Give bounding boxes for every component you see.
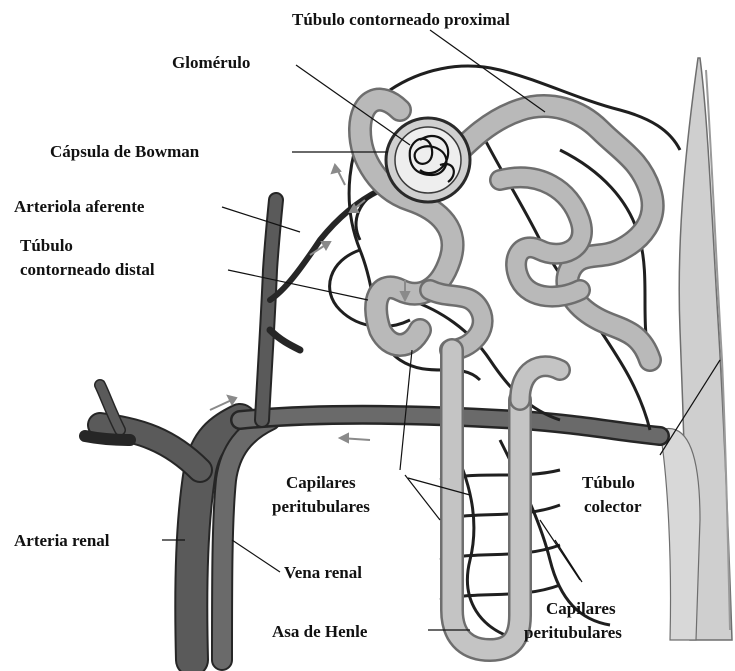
label-tubulo-colector-line1: Túbulo bbox=[582, 473, 635, 492]
label-glomerulo: Glomérulo bbox=[172, 53, 250, 72]
label-tubulo-colector-line2: colector bbox=[584, 497, 642, 516]
label-tubulo-distal-line2: contorneado distal bbox=[20, 260, 155, 279]
label-capilares-2-line2: peritubulares bbox=[524, 623, 622, 642]
collecting-duct bbox=[660, 58, 732, 640]
loop-of-henle bbox=[452, 350, 560, 650]
bowman-capsule bbox=[386, 118, 470, 202]
label-capilares-2-line1: Capilares bbox=[546, 599, 616, 618]
label-vena-renal: Vena renal bbox=[284, 563, 362, 582]
label-tubulo-distal-line1: Túbulo bbox=[20, 236, 73, 255]
label-asa-de-henle: Asa de Henle bbox=[272, 622, 368, 641]
label-capsula-bowman: Cápsula de Bowman bbox=[50, 142, 200, 161]
label-arteriola-aferente: Arteriola aferente bbox=[14, 197, 145, 216]
label-capilares-1-line1: Capilares bbox=[286, 473, 356, 492]
label-tubulo-contorneado-proximal: Túbulo contorneado proximal bbox=[292, 10, 510, 29]
label-arteria-renal: Arteria renal bbox=[14, 531, 110, 550]
label-capilares-1-line2: peritubulares bbox=[272, 497, 370, 516]
